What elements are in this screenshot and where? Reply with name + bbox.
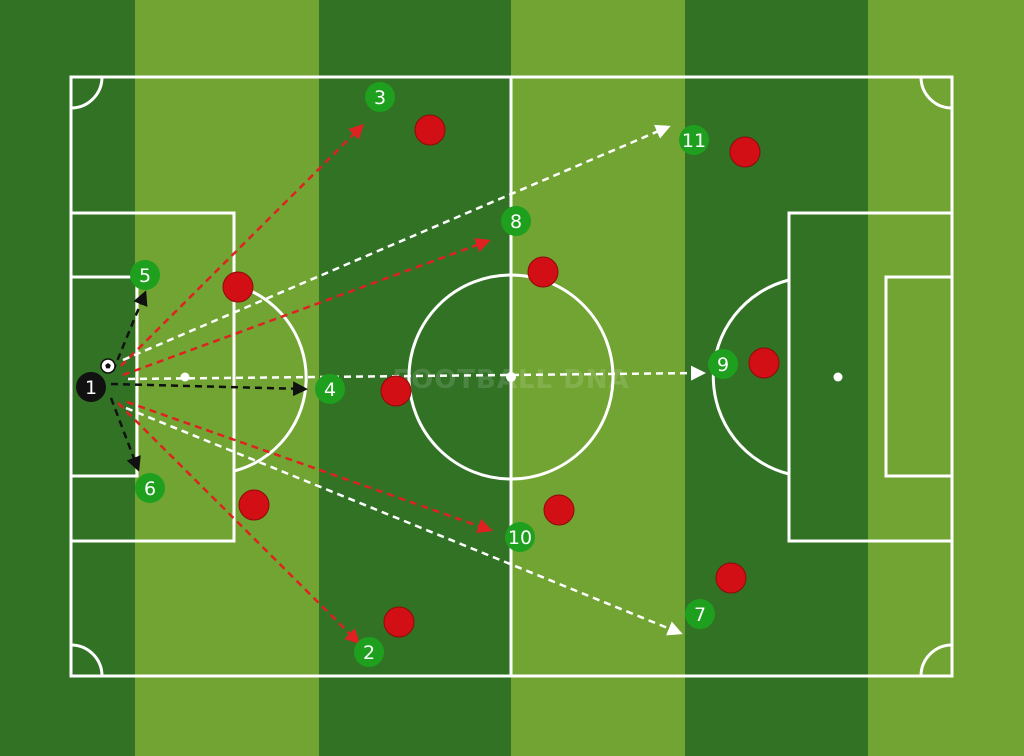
team-player-4: 4 [315,374,345,404]
corner-arc [919,76,953,110]
opponent-marker [715,562,747,594]
team-players: 2 3 4 5 6 7 8 9 10 11 [130,82,738,667]
team-player-marker [135,473,165,503]
opponent-marker [748,347,780,379]
watermark-logo-text: FOOTBALL DNA [392,365,629,395]
pitch-spots [180,372,843,382]
pass-arrow-to-11 [122,124,671,362]
pitch-markings [69,75,954,678]
left-penalty-spot [180,372,190,382]
pass-arrow-to-5 [111,290,148,372]
pass-arrow-to-2 [117,402,361,645]
team-player-number: 4 [324,379,336,401]
team-player-9: 9 [708,349,738,379]
team-player-11: 11 [679,125,709,155]
opponent-marker [238,489,270,521]
ball-icon [100,358,116,374]
team-player-5: 5 [130,260,160,290]
team-player-10: 10 [505,522,535,552]
left-penalty-arc [233,283,308,473]
team-player-number: 7 [694,604,706,626]
pass-arrow-to-8 [122,238,491,377]
pass-arrow-to-7 [125,406,683,636]
corner-arc [70,76,104,110]
team-player-6: 6 [135,473,165,503]
pass-arrow-to-6 [109,397,141,472]
team-player-number: 9 [717,354,729,376]
goalkeeper-marker: 1 [76,372,106,402]
right-penalty-arc [711,278,790,476]
pass-arrows [109,123,706,645]
opponent-players [222,114,780,638]
opponent-marker [380,375,412,407]
pass-arrow-to-10 [126,400,493,534]
opponent-marker [729,136,761,168]
team-player-number: 8 [510,211,522,233]
goalkeeper-number: 1 [85,377,97,399]
team-player-number: 5 [139,265,151,287]
opponent-marker [383,606,415,638]
team-player-number: 2 [363,642,375,664]
team-player-marker [130,260,160,290]
team-player-marker [708,349,738,379]
right-goal-area [884,275,954,478]
left-goal-area [69,275,139,478]
right-penalty-spot [833,372,843,382]
team-player-7: 7 [685,599,715,629]
team-player-8: 8 [501,206,531,236]
team-player-2: 2 [354,637,384,667]
opponent-marker [543,494,575,526]
opponent-marker [222,271,254,303]
team-player-marker [679,125,709,155]
team-player-number: 6 [144,478,156,500]
team-player-number: 3 [374,87,386,109]
team-player-marker [315,374,345,404]
pass-arrow-to-4 [110,381,308,397]
team-player-number: 11 [682,130,706,152]
team-player-3: 3 [365,82,395,112]
team-player-marker [505,522,535,552]
opponent-marker [414,114,446,146]
corner-arc [919,643,953,677]
team-player-marker [365,82,395,112]
pass-arrow-to-3 [120,123,365,367]
team-player-marker [354,637,384,667]
team-player-number: 10 [508,527,532,549]
team-player-marker [685,599,715,629]
grass-stripe [0,0,135,756]
team-player-marker [501,206,531,236]
grass-stripe [868,0,1024,756]
opponent-marker [527,256,559,288]
corner-arc [70,643,104,677]
